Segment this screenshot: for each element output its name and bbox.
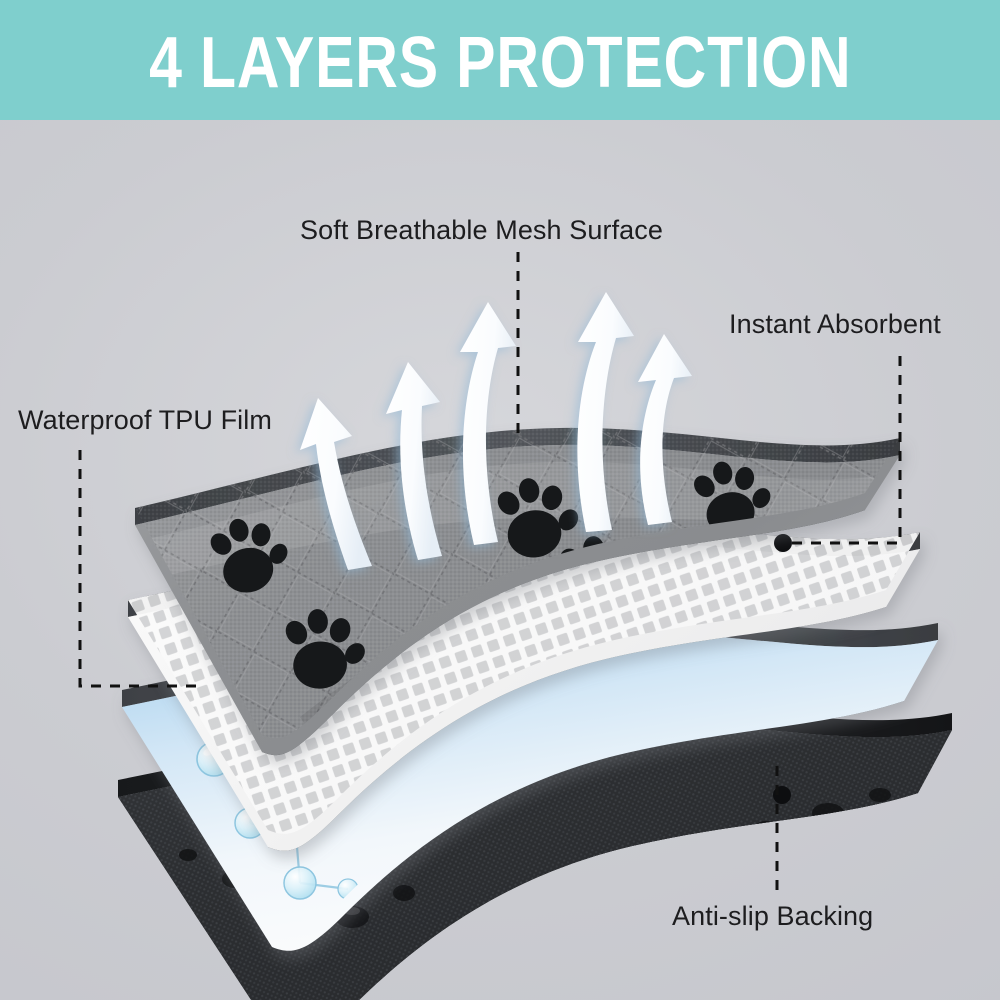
airflow-arrow-3 <box>460 302 516 545</box>
breathability-arrows <box>300 292 692 570</box>
airflow-arrow-5 <box>638 334 692 525</box>
leader-tpu <box>78 450 203 688</box>
header-banner: 4 LAYERS PROTECTION <box>0 0 1000 120</box>
leader-lines <box>78 252 902 890</box>
leader-dot-absorbent <box>774 534 792 552</box>
label-instant-absorbent: Instant Absorbent <box>729 309 941 339</box>
airflow-arrow-4 <box>577 292 634 532</box>
label-mesh-surface: Soft Breathable Mesh Surface <box>300 215 664 245</box>
page-title: 4 LAYERS PROTECTION <box>148 23 852 103</box>
leader-absorbent <box>792 356 902 545</box>
label-anti-slip-backing: Anti-slip Backing <box>672 901 874 931</box>
airflow-arrow-2 <box>386 362 442 560</box>
label-waterproof-tpu-film: Waterproof TPU Film <box>18 405 272 435</box>
airflow-arrow-1 <box>300 398 372 570</box>
